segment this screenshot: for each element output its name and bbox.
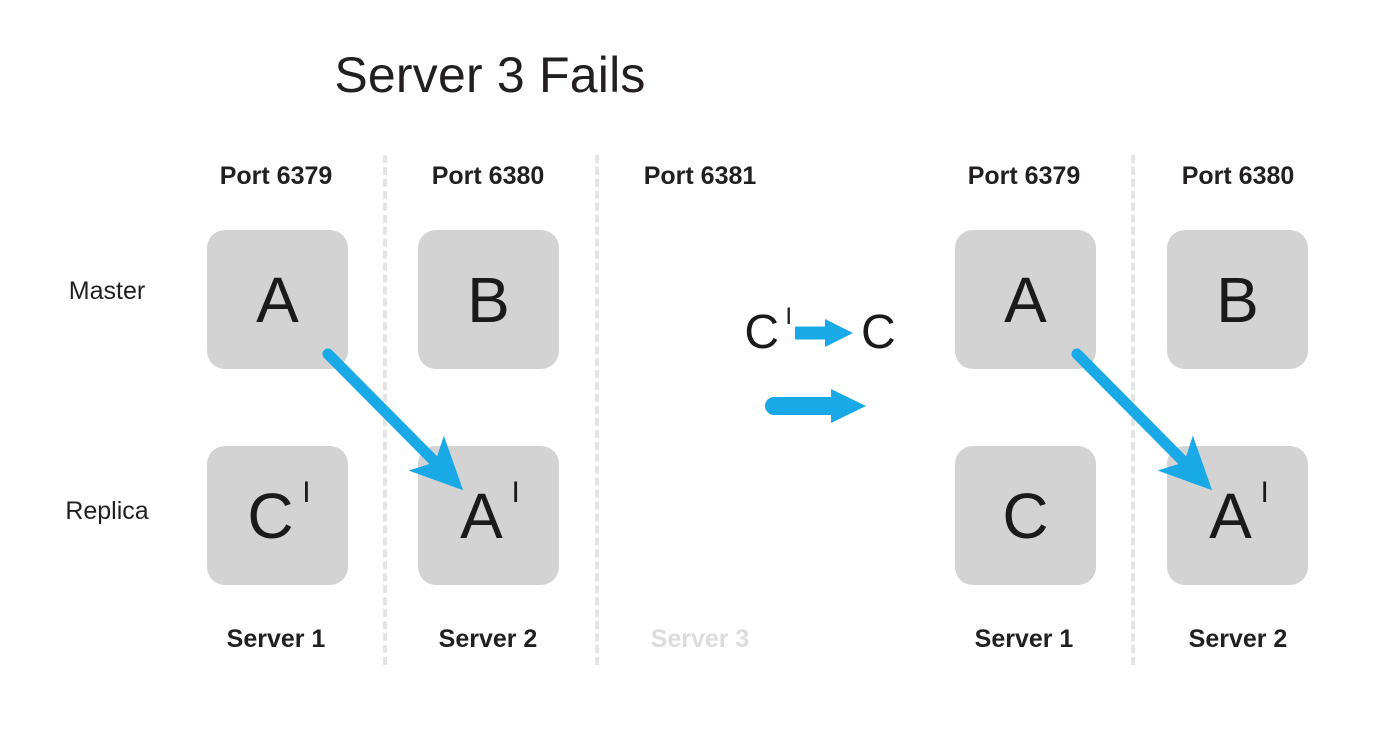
row-label-master: Master xyxy=(68,277,146,305)
node-after-server2-master[interactable]: B xyxy=(1167,230,1308,369)
node-glyph: A xyxy=(256,263,299,336)
port-label-before-2: Port 6380 xyxy=(431,162,545,190)
server-label-before-3-failed: Server 3 xyxy=(650,625,750,653)
prime-mark: I xyxy=(511,475,520,509)
port-label-before-3: Port 6381 xyxy=(643,162,757,190)
row-label-replica: Replica xyxy=(65,497,149,525)
promotion-target: C xyxy=(861,306,896,359)
node-glyph: B xyxy=(1216,263,1259,336)
page-title: Server 3 Fails xyxy=(334,47,646,103)
node-after-server1-master[interactable]: A xyxy=(955,230,1096,369)
node-after-server1-replica[interactable]: C xyxy=(955,446,1096,585)
column-divider-3 xyxy=(1131,155,1135,665)
server-label-before-2: Server 2 xyxy=(438,625,538,653)
column-divider-1 xyxy=(383,155,387,665)
arrow-right-icon xyxy=(795,319,853,347)
port-label-after-2: Port 6380 xyxy=(1181,162,1295,190)
server-label-after-2: Server 2 xyxy=(1188,625,1288,653)
column-divider-2 xyxy=(595,155,599,665)
prime-mark: I xyxy=(1260,475,1269,509)
prime-mark: I xyxy=(785,303,792,330)
port-label-before-1: Port 6379 xyxy=(219,162,333,190)
server-label-before-1: Server 1 xyxy=(226,625,326,653)
node-before-server2-master[interactable]: B xyxy=(418,230,559,369)
node-before-server1-master[interactable]: A xyxy=(207,230,348,369)
prime-mark: I xyxy=(302,475,311,509)
port-label-after-1: Port 6379 xyxy=(967,162,1081,190)
server-label-after-1: Server 1 xyxy=(974,625,1074,653)
node-glyph: A xyxy=(1004,263,1047,336)
node-glyph: C xyxy=(1002,479,1049,552)
flow-arrow-icon xyxy=(765,389,866,423)
node-glyph: B xyxy=(467,263,510,336)
